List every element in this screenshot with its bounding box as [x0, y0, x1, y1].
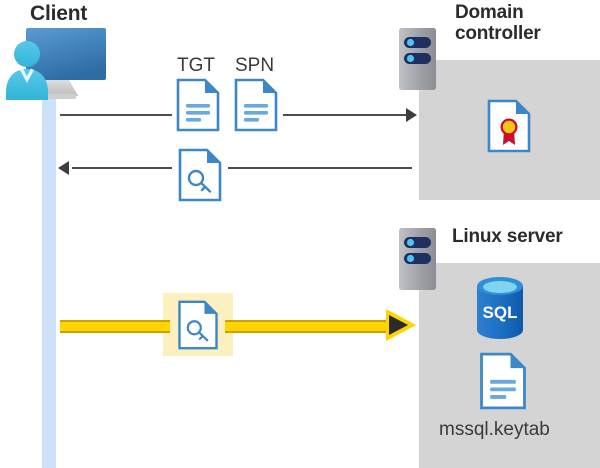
linux-server-rack-icon: [399, 228, 436, 290]
tgt-label: TGT: [177, 55, 215, 76]
key-document-icon: [178, 148, 222, 202]
client-label: Client: [30, 2, 88, 25]
spn-document-icon: [234, 78, 278, 132]
domain-controller-label-line2: controller: [455, 23, 541, 45]
service-ticket-key-document-icon: [176, 300, 220, 350]
svg-text:SQL: SQL: [483, 303, 518, 322]
linux-server-label: Linux server: [452, 226, 563, 247]
domain-controller-label-line1: Domain: [455, 2, 524, 23]
response-arrow-segment-right: [228, 167, 412, 169]
keytab-filename-label: mssql.keytab: [439, 419, 550, 440]
service-ticket-arrowhead: [386, 306, 418, 349]
certificate-doc-icon: [487, 99, 531, 153]
sql-database-icon: SQL: [474, 276, 526, 340]
request-arrow-segment-left: [60, 114, 172, 116]
request-arrow-segment-right: [283, 114, 411, 116]
service-ticket-arrow-segment-left: [60, 320, 170, 333]
spn-label: SPN: [235, 55, 275, 76]
domain-controller-label: Domain controller: [455, 2, 595, 45]
response-arrow-segment-left: [72, 167, 172, 169]
user-monitor-icon: [4, 26, 108, 102]
response-arrowhead: [58, 161, 69, 175]
tgt-document-icon: [176, 78, 220, 132]
request-arrowhead: [406, 108, 417, 122]
client-lifeline: [42, 78, 56, 468]
keytab-document-icon: [478, 352, 528, 410]
service-ticket-arrow-segment-right: [225, 320, 390, 333]
domain-controller-server-rack-icon: [399, 28, 436, 90]
